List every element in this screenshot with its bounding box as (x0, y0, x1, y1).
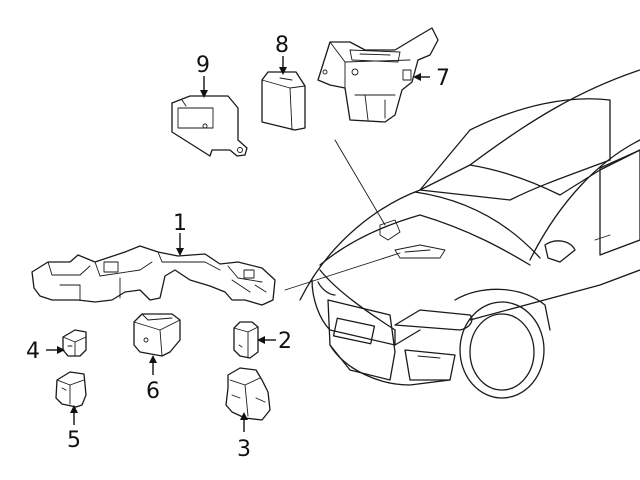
callout-9: 9 (196, 53, 210, 78)
callout-2: 2 (278, 329, 292, 354)
part-3-relay-bracket (225, 367, 271, 421)
leader-line-fuse-box (284, 252, 401, 291)
callout-3: 3 (237, 437, 251, 462)
part-1-relay-carrier (31, 245, 276, 306)
callout-4: 4 (26, 339, 40, 364)
callout-6: 6 (146, 379, 160, 404)
part-5-fuse-holder (55, 371, 87, 408)
callout-7: 7 (436, 66, 450, 91)
callout-5: 5 (67, 428, 81, 453)
part-6-relay (133, 313, 181, 357)
car-illustration (299, 69, 640, 399)
callout-arrows (46, 56, 430, 432)
part-4-blade-fuse (62, 329, 87, 357)
part-2-micro-relay (233, 321, 259, 359)
part-7-mounting-bracket (317, 27, 439, 123)
callout-8: 8 (275, 33, 289, 58)
callout-1: 1 (173, 211, 187, 236)
part-8-control-module (261, 71, 306, 131)
leader-line-module (334, 139, 386, 226)
part-9-bracket (171, 95, 248, 157)
